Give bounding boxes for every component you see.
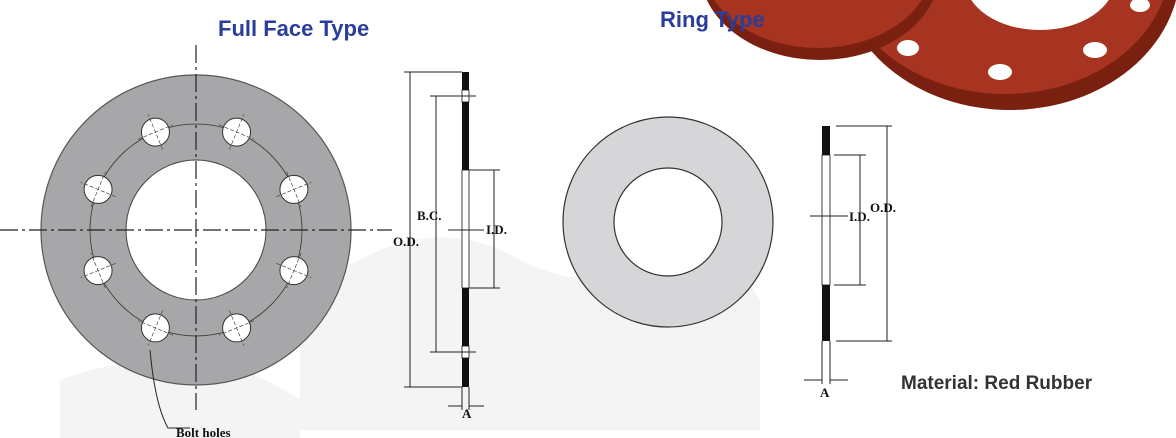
a-label: A — [462, 406, 472, 421]
ring-a-label: A — [820, 385, 830, 400]
bolt-hole-centerline — [90, 252, 106, 289]
bolt-hole-centerline — [218, 320, 255, 336]
ring-profile — [804, 125, 892, 384]
bolt-holes — [80, 114, 312, 346]
ring-title: Ring Type — [660, 7, 765, 32]
id-label: I.D. — [486, 222, 507, 237]
bolt-hole-centerline — [90, 171, 106, 208]
ring-id-label: I.D. — [849, 209, 870, 224]
material-label: Material: Red Rubber — [901, 373, 1093, 394]
bolt-hole-centerline — [286, 171, 302, 208]
full-face-profile — [404, 71, 500, 410]
ring-inner-hole — [613, 167, 723, 277]
full-face-title: Full Face Type — [218, 16, 369, 41]
bolt-hole-centerline — [218, 124, 255, 140]
bolt-hole-centerline — [286, 252, 302, 289]
ring-od-label: O.D. — [870, 200, 896, 215]
bc-label: B.C. — [417, 208, 442, 223]
bolt-holes-label: Bolt holes — [176, 425, 231, 438]
ring-gasket — [562, 116, 774, 328]
od-label: O.D. — [393, 234, 419, 249]
red-rubber-gasket-photo — [706, 0, 1176, 110]
bolt-hole-centerline — [137, 320, 174, 336]
bolt-hole-centerline — [137, 124, 174, 140]
full-face-gasket — [0, 45, 392, 429]
